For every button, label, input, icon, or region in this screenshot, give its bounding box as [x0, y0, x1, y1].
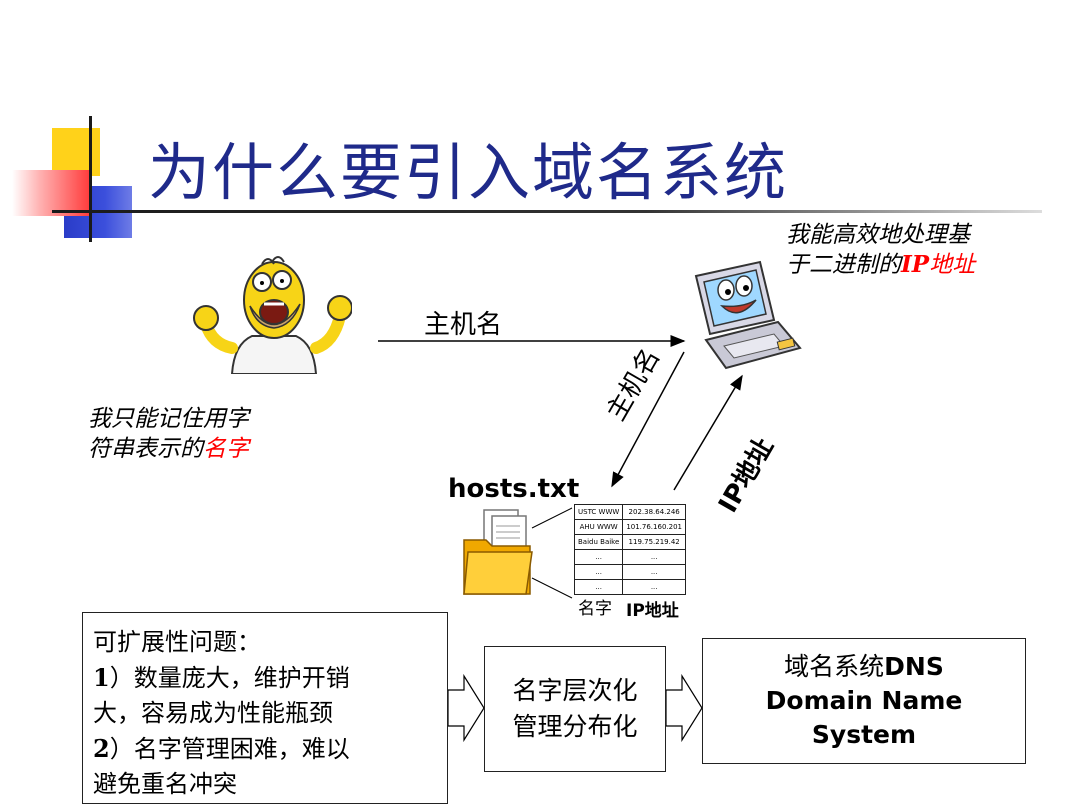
problem-item-1-cont: 大，容易成为性能瓶颈	[93, 699, 333, 727]
hosts-ip-cell: ...	[622, 579, 686, 595]
table-row: USTC WWW 202.38.64.246	[573, 504, 686, 520]
right-note-line2: 于二进制的IP地址	[786, 250, 975, 280]
dns-line3: System	[811, 720, 917, 749]
dns-acronym: DNS	[884, 652, 944, 681]
right-note-line1: 我能高效地处理基	[786, 222, 970, 248]
left-note-line1: 我只能记住用字	[88, 406, 249, 432]
right-note-highlight-ip: IP	[901, 251, 930, 278]
problem-item-2-cont: 避免重名冲突	[93, 770, 237, 798]
right-note-line2-prefix: 于二进制的	[786, 252, 901, 278]
problem-item-1-number: 1	[93, 663, 110, 692]
table-row: AHU WWW 101.76.160.201	[573, 519, 686, 535]
problem-item-2-number: 2	[93, 734, 110, 763]
dns-line1-prefix: 域名系统	[784, 652, 885, 681]
hosts-name-cell: ...	[573, 549, 624, 565]
hosts-ip-cell: 119.75.219.42	[622, 534, 686, 550]
hosts-name-cell: ...	[573, 564, 624, 580]
right-note-highlight: 地址	[929, 252, 976, 278]
left-note-highlight: 名字	[203, 436, 249, 462]
table-row: ... ...	[573, 579, 686, 595]
slide-title: 为什么要引入域名系统	[148, 136, 789, 209]
hosts-ip-cell: ...	[622, 564, 686, 580]
table-row: Baidu Baike 119.75.219.42	[573, 534, 686, 550]
hosts-column-name-label: 名字	[578, 599, 612, 619]
hosts-filename: hosts.txt	[448, 474, 580, 504]
title-decoration-vertical-line	[89, 116, 92, 242]
problem-heading: 可扩展性问题：	[93, 628, 261, 656]
hosts-ip-cell: 202.38.64.246	[622, 504, 686, 520]
title-decoration-red-bar	[12, 170, 90, 216]
flow-arrow-2	[665, 673, 703, 743]
hosts-table: USTC WWW 202.38.64.246 AHU WWW 101.76.16…	[573, 504, 686, 595]
left-note-line2: 符串表示的名字	[88, 434, 249, 464]
table-row: ... ...	[573, 549, 686, 565]
cartoon-computer-icon	[694, 260, 802, 370]
callout-line-top	[531, 507, 573, 529]
arrow-top-label: 主机名	[424, 310, 503, 340]
problem-item-1: 1）数量庞大，维护开销	[93, 660, 437, 696]
cartoon-person-icon	[193, 256, 352, 374]
title-decoration-yellow-square	[52, 128, 100, 176]
problem-item-1-text: ）数量庞大，维护开销	[109, 664, 350, 692]
hosts-ip-cell: 101.76.160.201	[622, 519, 686, 535]
hosts-name-cell: AHU WWW	[573, 519, 624, 535]
dns-box: 域名系统DNS Domain Name System	[702, 638, 1026, 764]
arrow-hosts-to-computer	[673, 374, 743, 491]
right-note: 我能高效地处理基 于二进制的IP地址	[786, 220, 975, 280]
layer-line2: 管理分布化	[512, 712, 638, 741]
arrow-computer-to-hosts	[611, 351, 685, 488]
hosts-name-cell: USTC WWW	[573, 504, 624, 520]
hierarchical-naming-box: 名字层次化 管理分布化	[484, 646, 666, 772]
hosts-name-cell: Baidu Baike	[573, 534, 624, 550]
layer-line1: 名字层次化	[512, 676, 638, 705]
dns-line1: 域名系统DNS	[784, 650, 944, 684]
left-note-line2-prefix: 符串表示的	[88, 436, 203, 462]
hosts-column-ip-label: IP地址	[626, 601, 679, 621]
folder-icon	[463, 509, 533, 595]
hosts-name-cell: ...	[573, 579, 624, 595]
scalability-problem-box: 可扩展性问题： 1）数量庞大，维护开销 大，容易成为性能瓶颈 2）名字管理困难，…	[82, 612, 448, 804]
table-row: ... ...	[573, 564, 686, 580]
problem-item-2-text: ）名字管理困难，难以	[109, 735, 350, 763]
hosts-ip-cell: ...	[622, 549, 686, 565]
title-underline	[52, 210, 1042, 213]
left-note: 我只能记住用字 符串表示的名字	[88, 404, 249, 464]
problem-item-2: 2）名字管理困难，难以	[93, 731, 437, 767]
callout-line-bottom	[531, 577, 573, 599]
dns-line2: Domain Name	[765, 686, 963, 715]
flow-arrow-1	[447, 673, 485, 743]
